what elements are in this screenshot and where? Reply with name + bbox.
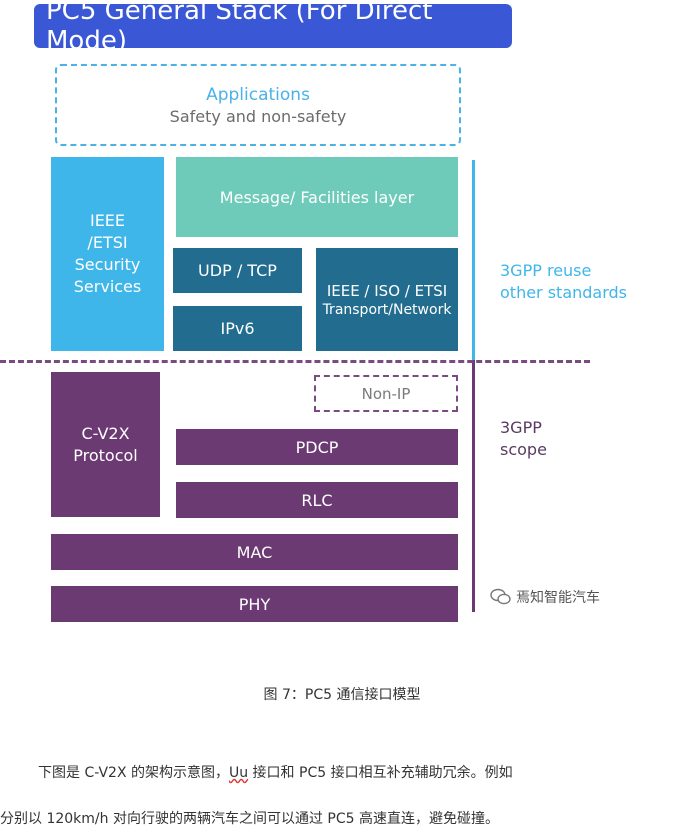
scope-label: 3GPP scope [500,417,547,461]
ieee-transport-line2: Transport/Network [322,301,452,318]
reuse-label: 3GPP reuse other standards [500,260,627,304]
cv2x-line1: C-V2X [81,423,130,443]
reuse-label-line2: other standards [500,283,628,302]
reuse-bracket-line [472,160,475,360]
scope-divider-line [0,360,590,363]
watermark: 焉知智能汽车 [490,587,600,607]
figure-caption: 图 7：PC5 通信接口模型 [263,687,421,703]
ipv6-box: IPv6 [173,306,302,351]
uu-word: Uu [228,765,249,781]
wechat-icon [490,588,511,605]
watermark-text: 焉知智能汽车 [516,590,600,606]
cv2x-protocol-box: C-V2X Protocol [51,372,160,517]
applications-box: Applications Safety and non-safety [55,64,461,146]
scope-label-line1: 3GPP [500,418,542,437]
paragraph-part1: 下图是 C-V2X 的架构示意图， [38,765,229,781]
security-line2: /ETSI [87,233,128,252]
paragraph-part2: 接口和 PC5 接口相互补充辅助冗余。例如 [248,765,513,781]
ieee-transport-box: IEEE / ISO / ETSI Transport/Network [316,248,458,351]
pdcp-box: PDCP [176,429,458,465]
mac-box: MAC [51,534,458,570]
message-facilities-box: Message/ Facilities layer [176,157,458,237]
security-line4: Services [73,277,142,296]
cv2x-line2: Protocol [73,445,138,465]
ieee-transport-line1: IEEE / ISO / ETSI [326,281,448,300]
paragraph-line2: 分别以 120km/h 对向行驶的两辆汽车之间可以通过 PC5 高速直连，避免碰… [0,811,499,827]
phy-box: PHY [51,586,458,622]
non-ip-box: Non-IP [314,375,458,412]
paragraph-line1: 下图是 C-V2X 的架构示意图，Uu 接口和 PC5 接口相互补充辅助冗余。例… [38,762,513,782]
applications-sublabel: Safety and non-safety [169,106,347,126]
reuse-label-line1: 3GPP reuse [500,261,592,280]
rlc-box: RLC [176,482,458,518]
security-line3: Security [74,255,141,274]
udp-tcp-box: UDP / TCP [173,248,302,293]
security-services-box: IEEE /ETSI Security Services [51,157,164,351]
security-line1: IEEE [89,211,126,230]
scope-bracket-line [472,360,475,612]
applications-label: Applications [206,84,310,105]
scope-label-line2: scope [500,440,547,459]
diagram-title: PC5 General Stack (For Direct Mode) [34,0,512,56]
